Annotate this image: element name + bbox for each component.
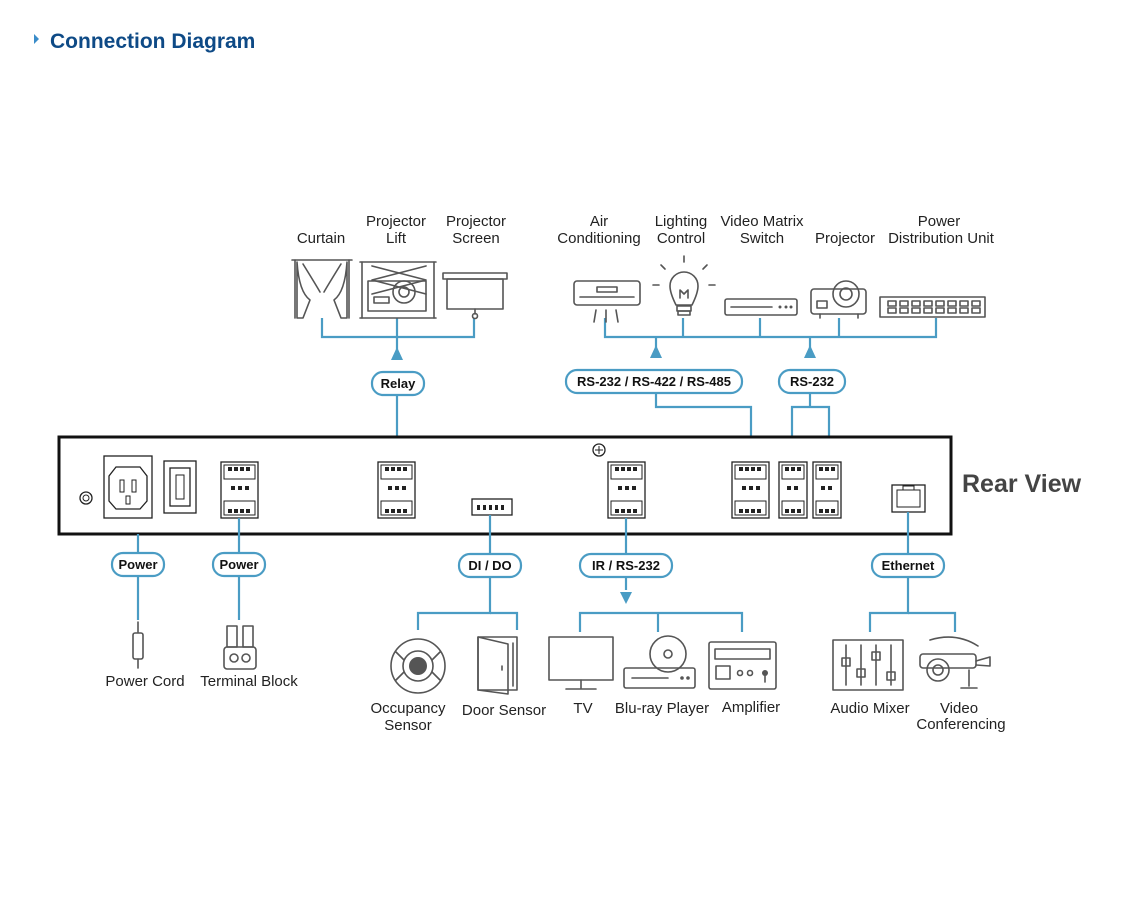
projector-screen-icon — [442, 272, 508, 320]
serial-multi-terminal-port — [731, 461, 770, 519]
ethernet-pill: Ethernet — [870, 552, 946, 579]
serial-multi-label: RS-232 / RS-422 / RS-485 — [577, 374, 731, 389]
rs232-pill: RS-232 — [777, 368, 847, 395]
bluray-player-label: Blu-ray Player — [615, 700, 709, 717]
power-cord-pill: Power — [110, 551, 166, 578]
tv-label: TV — [573, 700, 592, 717]
video-conferencing-icon — [919, 636, 991, 689]
lighting-control-icon — [652, 255, 716, 316]
power-cord-icon — [132, 621, 144, 669]
air-conditioning-icon — [573, 280, 641, 323]
pdu-label-line2: Distribution Unit — [888, 230, 995, 247]
projector-screen-label-line2: Screen — [452, 230, 500, 247]
pdu-label-line1: Power — [918, 213, 961, 230]
power-distribution-unit-icon — [879, 296, 986, 318]
power-block-pill: Power — [211, 551, 267, 578]
tv-icon — [548, 636, 614, 690]
video-conferencing-label-line2: Conferencing — [916, 716, 1005, 733]
rs232-terminal-port-a — [778, 461, 808, 519]
di-do-pill: DI / DO — [457, 552, 523, 579]
lighting-control-label-line1: Lighting — [655, 213, 708, 230]
rear-panel — [57, 435, 953, 536]
air-conditioning-label-line2: Conditioning — [557, 230, 640, 247]
video-conferencing-label-line1: Video — [940, 700, 978, 717]
di-do-conn-label: DI / DO — [468, 558, 511, 573]
projector-lift-label-line2: Lift — [386, 230, 407, 247]
video-matrix-switch-label-line1: Video Matrix — [720, 213, 804, 230]
occupancy-sensor-icon — [390, 638, 446, 694]
amplifier-icon — [708, 641, 777, 690]
mount-screw-icon — [592, 443, 606, 457]
curtain-label: Curtain — [297, 230, 345, 247]
serial-multi-pill: RS-232 / RS-422 / RS-485 — [564, 368, 744, 395]
projector-screen-label-line1: Projector — [446, 213, 506, 230]
page-title: Connection Diagram — [50, 30, 255, 53]
power-cord-conn-label: Power — [118, 557, 157, 572]
top-right-wires — [603, 318, 938, 460]
occupancy-sensor-label-line1: Occupancy — [370, 700, 446, 717]
ac-inlet-port — [103, 455, 153, 519]
video-matrix-switch-icon — [724, 298, 798, 316]
terminal-block-label: Terminal Block — [200, 673, 298, 690]
relay-terminal-port — [377, 461, 416, 519]
projector-lift-icon — [359, 261, 437, 319]
bluray-player-icon — [623, 635, 696, 689]
power-switch — [163, 460, 197, 514]
projector-label: Projector — [815, 230, 875, 247]
door-sensor-icon — [477, 636, 518, 695]
di-do-terminal-port — [471, 498, 513, 516]
audio-mixer-icon — [832, 639, 904, 691]
ir-rs232-terminal-port — [607, 461, 646, 519]
ir-rs232-pill: IR / RS-232 — [578, 552, 674, 579]
terminal-block-icon — [223, 625, 257, 670]
heading-bullet-icon — [34, 34, 39, 44]
relay-pill: Relay — [370, 370, 426, 397]
rear-view-label: Rear View — [962, 470, 1082, 498]
ethernet-port — [891, 484, 926, 513]
projector-lift-label-line1: Projector — [366, 213, 426, 230]
ground-screw-icon — [79, 491, 93, 505]
video-matrix-switch-label-line2: Switch — [740, 230, 784, 247]
relay-label: Relay — [381, 376, 416, 391]
audio-mixer-label: Audio Mixer — [830, 700, 909, 717]
power-cord-label: Power Cord — [105, 673, 184, 690]
ethernet-conn-label: Ethernet — [882, 558, 935, 573]
occupancy-sensor-label-line2: Sensor — [384, 717, 432, 734]
air-conditioning-label-line1: Air — [590, 213, 608, 230]
rs232-terminal-port-b — [812, 461, 842, 519]
amplifier-label: Amplifier — [722, 699, 780, 716]
curtain-icon — [291, 259, 353, 319]
door-sensor-label: Door Sensor — [462, 702, 546, 719]
bottom-wires — [136, 512, 957, 632]
projector-icon — [810, 280, 867, 319]
lighting-control-label-line2: Control — [657, 230, 705, 247]
ir-rs232-conn-label: IR / RS-232 — [592, 558, 660, 573]
power-block-conn-label: Power — [219, 557, 258, 572]
power-terminal-port — [220, 461, 259, 519]
rs232-label: RS-232 — [790, 374, 834, 389]
